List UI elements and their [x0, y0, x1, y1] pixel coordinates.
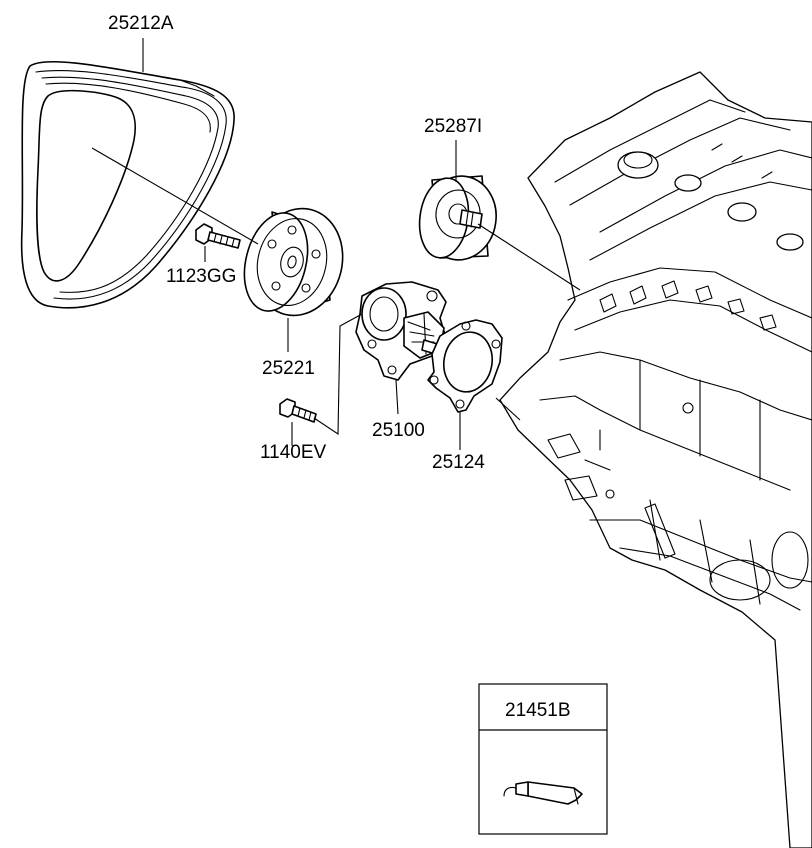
label-25287i: 25287I [424, 116, 482, 137]
label-1123gg: 1123GG [166, 266, 236, 287]
pump-bolt [279, 398, 317, 423]
label-25212a: 25212A [108, 13, 174, 34]
label-25124: 25124 [432, 452, 485, 473]
label-1140ev: 1140EV [260, 442, 327, 463]
pulley-bolt [195, 223, 241, 249]
label-25100: 25100 [372, 420, 425, 441]
idler-pulley [418, 175, 497, 261]
leader-lines [91, 38, 581, 450]
label-21451b: 21451B [505, 700, 571, 721]
sealant-box: 21451B [478, 683, 608, 835]
engine-block [499, 71, 812, 848]
water-pump [355, 281, 447, 381]
water-pump-pulley [243, 207, 344, 317]
gasket [427, 319, 503, 413]
label-25221: 25221 [262, 358, 315, 379]
part-labels: 25212A 25287I 1123GG 25221 25100 1140EV … [108, 13, 485, 473]
drive-belt [20, 60, 235, 309]
sealant-tube-icon [503, 781, 583, 805]
